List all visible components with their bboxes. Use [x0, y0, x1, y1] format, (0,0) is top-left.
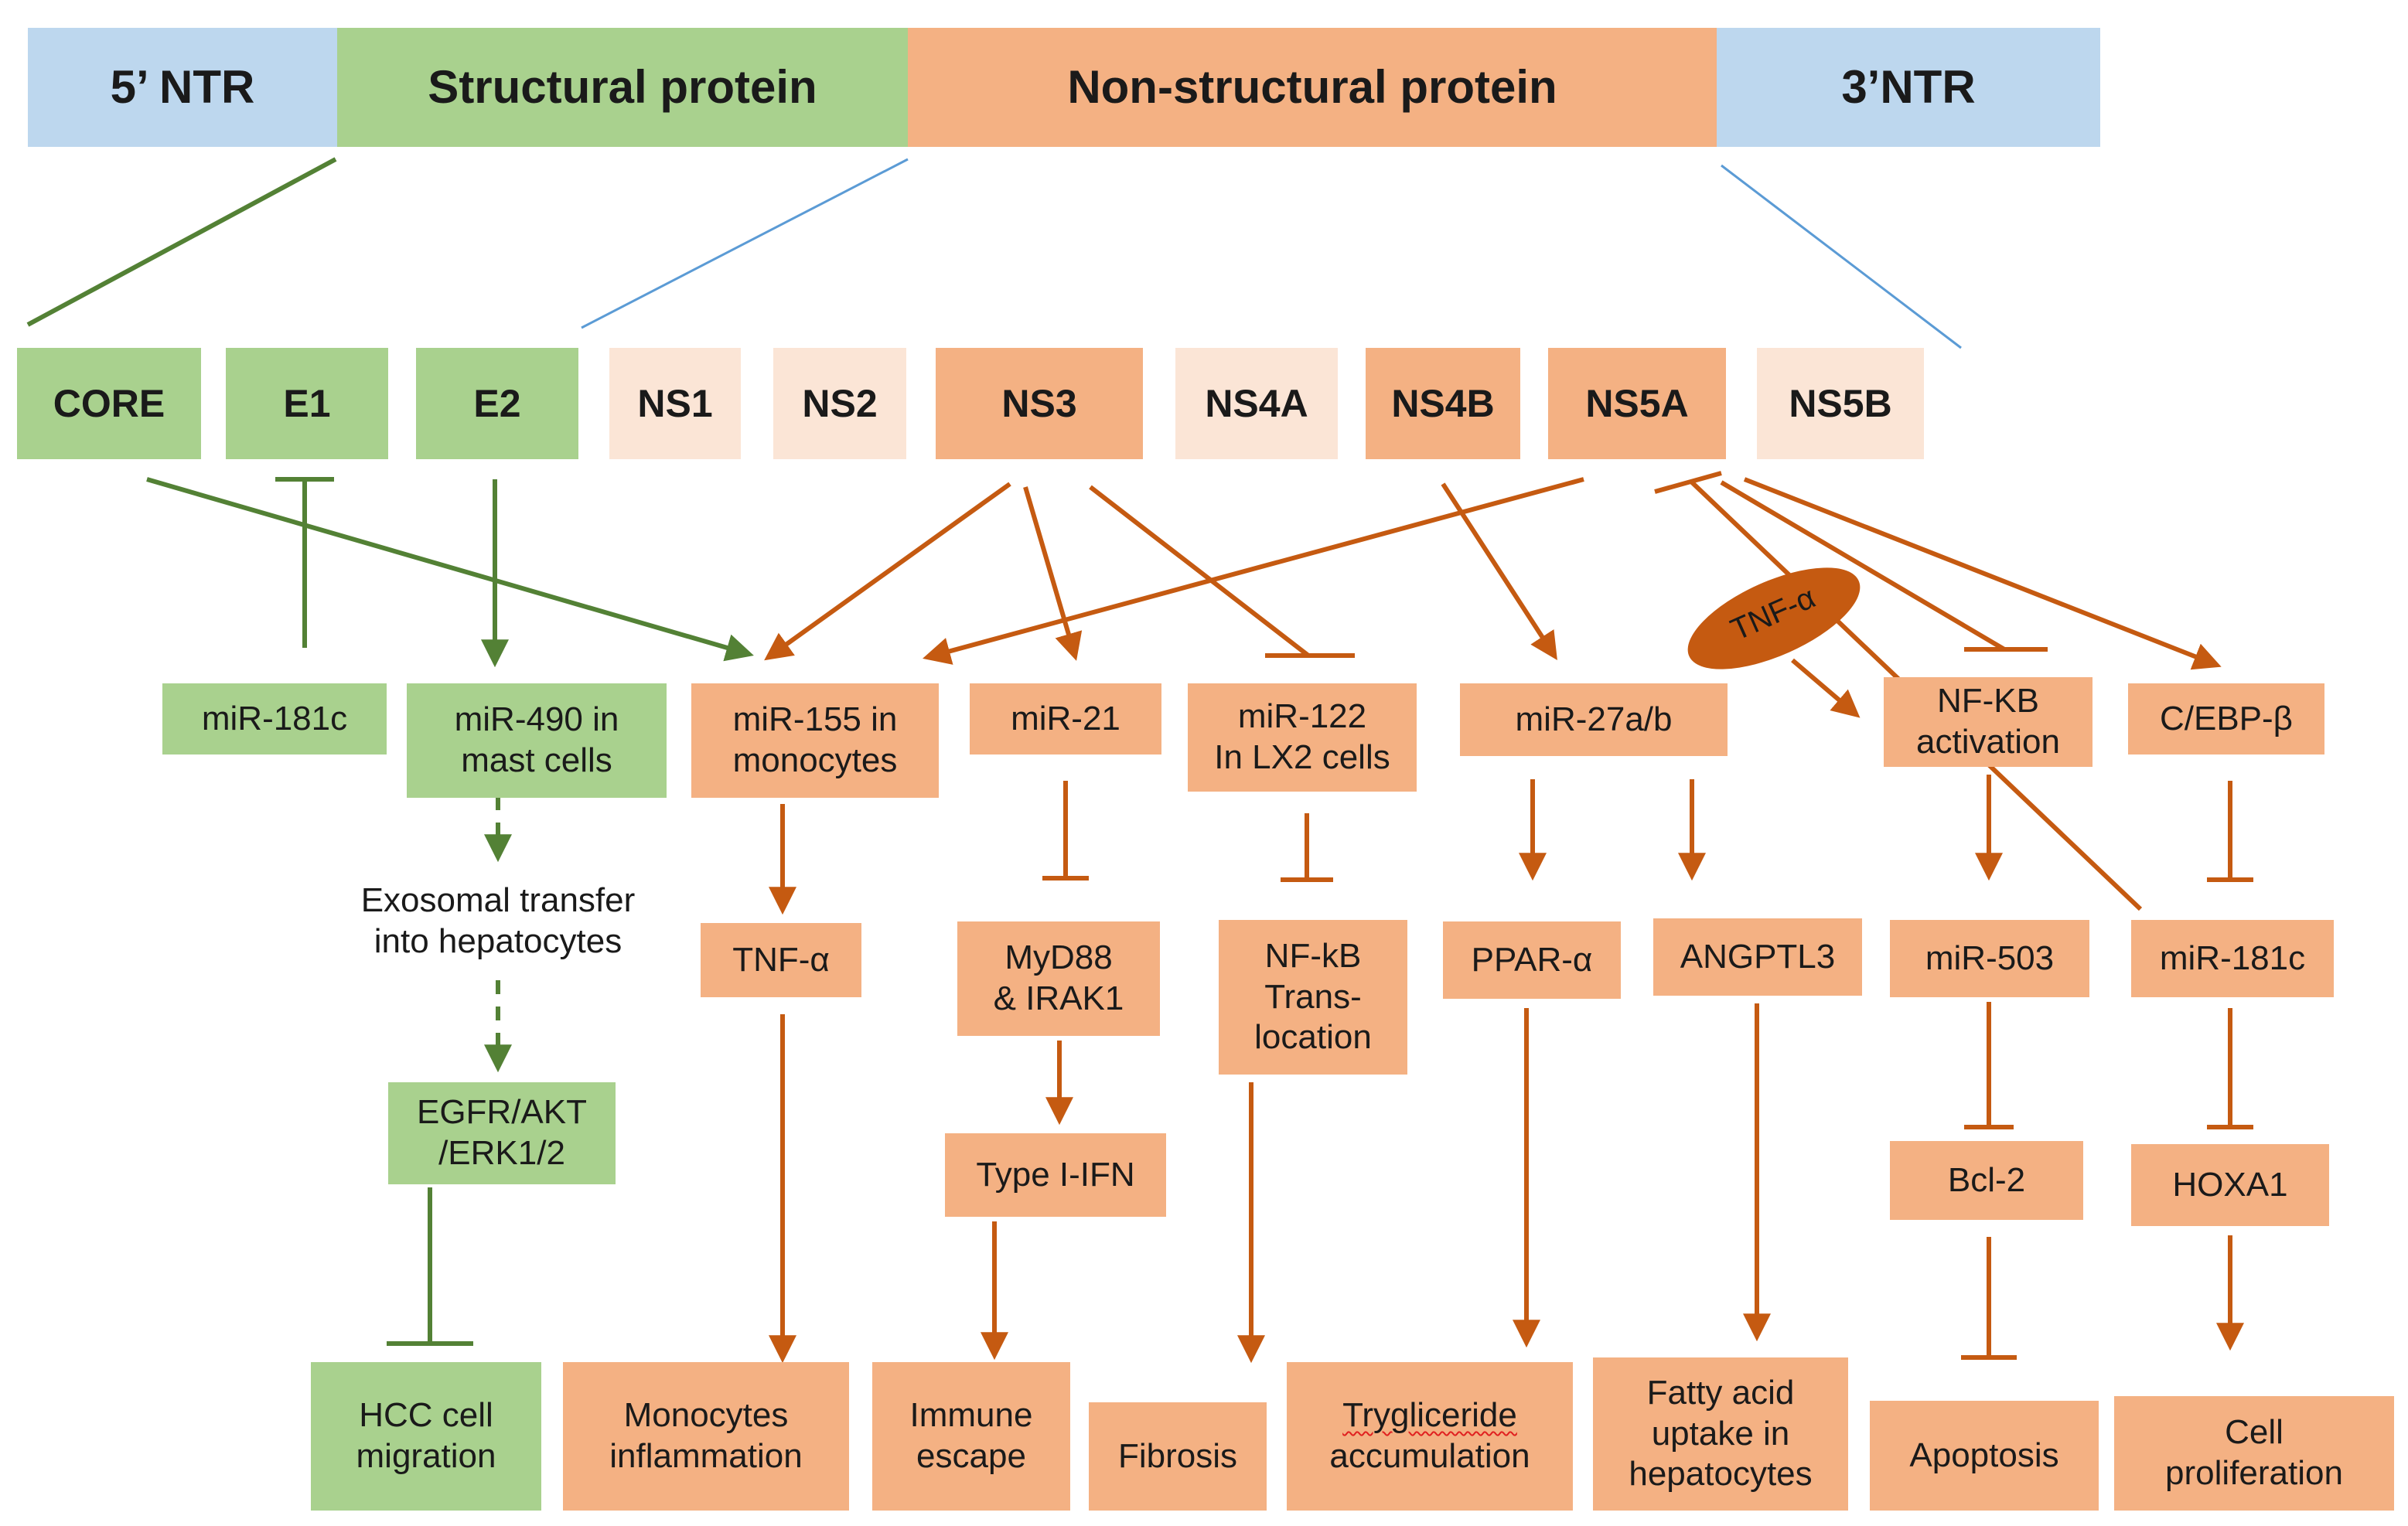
type1-ifn-box: Type I-IFN: [945, 1133, 1166, 1217]
apoptosis-box: Apoptosis: [1870, 1401, 2099, 1511]
protein-e1: E1: [226, 348, 388, 459]
ns5a-inhibits-nfkb: [1720, 480, 2006, 652]
protein-ns5b: NS5B: [1757, 348, 1924, 459]
protein-ns2: NS2: [773, 348, 906, 459]
protein-e2: E2: [416, 348, 578, 459]
mir181c-mid-box: miR-181c: [2131, 920, 2334, 997]
bcl2-box: Bcl-2: [1890, 1141, 2083, 1220]
genome-structural-protein: Structural protein: [337, 28, 908, 147]
core-to-mir155-arrow: [146, 477, 754, 662]
protein-ns3: NS3: [936, 348, 1143, 459]
ns4b-to-mir27-arrow: [1441, 482, 1557, 661]
mir181c-top-box: miR-181c: [162, 683, 387, 754]
angptl3-box: ANGPTL3: [1653, 918, 1862, 996]
cebp-box: C/EBP-β: [2128, 683, 2324, 754]
expansion-line-nonstructural-left: [581, 158, 909, 329]
tnf-to-nfkb-arrow: [1791, 658, 1861, 718]
ns3-to-mir21-arrow: [1023, 486, 1083, 661]
ns3-to-mir155-arrow: [764, 482, 1011, 661]
ppar-alpha-box: PPAR-α: [1443, 921, 1621, 999]
ns5a-inhibit-bar: [1654, 471, 1722, 494]
egfr-akt-erk-box: EGFR/AKT/ERK1/2: [388, 1082, 616, 1184]
mir27-box: miR-27a/b: [1460, 683, 1728, 756]
fibrosis-box: Fibrosis: [1089, 1402, 1267, 1511]
protein-core: CORE: [17, 348, 201, 459]
tnf-alpha-ellipse: [1687, 567, 1861, 669]
expansion-line-structural: [26, 157, 337, 327]
myd88-irak1-box: MyD88& IRAK1: [957, 921, 1160, 1036]
ns3-inhibits-mir122: [1089, 485, 1310, 658]
hoxa1-box: HOXA1: [2131, 1144, 2329, 1226]
ns5a-to-cebp-arrow: [1743, 477, 2222, 670]
ns5a-to-mir155-arrow: [923, 477, 1584, 665]
genome-3ntr: 3’NTR: [1717, 28, 2100, 147]
protein-ns1: NS1: [609, 348, 741, 459]
genome-5ntr: 5’ NTR: [28, 28, 337, 147]
protein-ns5a: NS5A: [1548, 348, 1726, 459]
tnf-alpha-box: TNF-α: [701, 923, 861, 997]
mir21-box: miR-21: [970, 683, 1161, 754]
expansion-line-nonstructural-right: [1721, 164, 1962, 349]
protein-ns4b: NS4B: [1366, 348, 1520, 459]
mir503-box: miR-503: [1890, 920, 2089, 997]
protein-ns4a: NS4A: [1175, 348, 1338, 459]
genome-nonstructural-protein: Non-structural protein: [908, 28, 1717, 147]
